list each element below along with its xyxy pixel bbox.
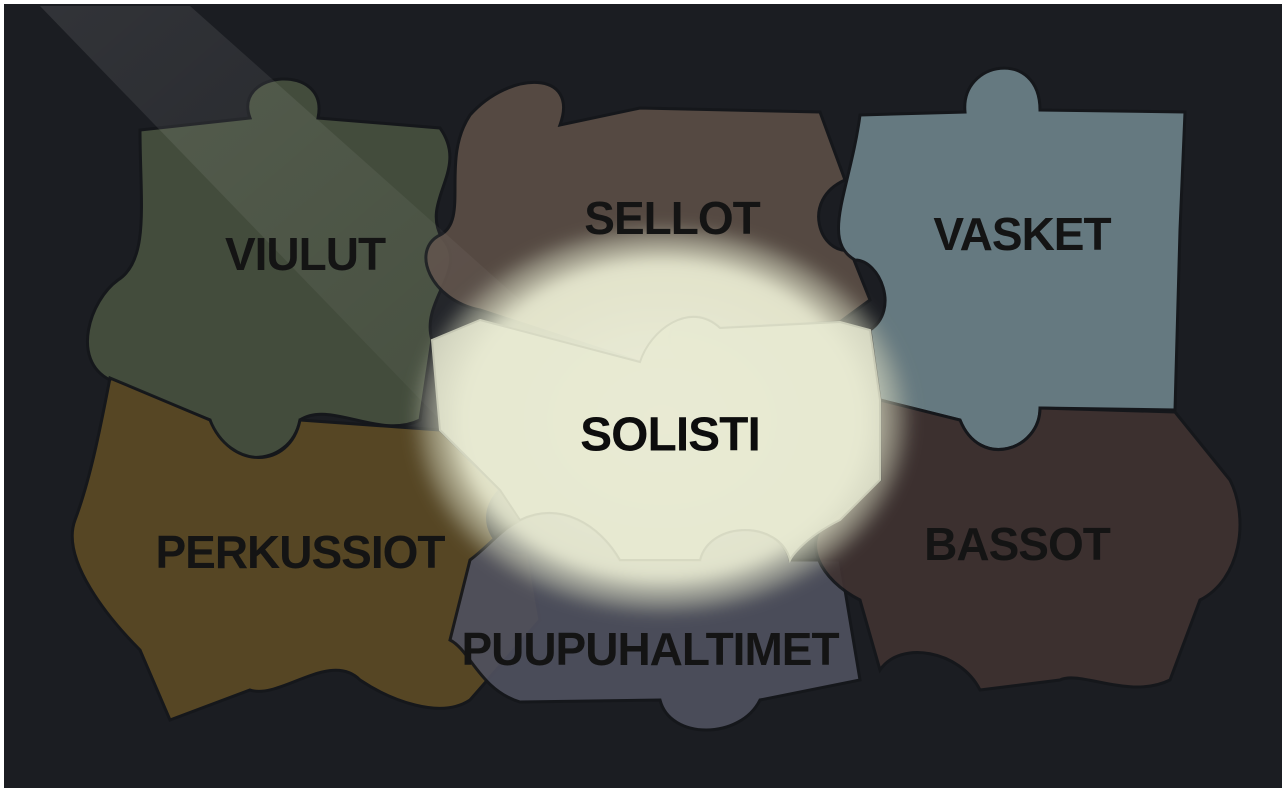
label-perkussiot: PERKUSSIOT xyxy=(155,526,445,578)
label-bassot: BASSOT xyxy=(924,518,1111,570)
label-solisti: SOLISTI xyxy=(580,409,760,462)
label-sellot: SELLOT xyxy=(584,192,760,244)
label-vasket: VASKET xyxy=(933,208,1111,260)
label-puupuhaltimet: PUUPUHALTIMET xyxy=(461,623,839,675)
label-viulut: VIULUT xyxy=(225,228,386,280)
